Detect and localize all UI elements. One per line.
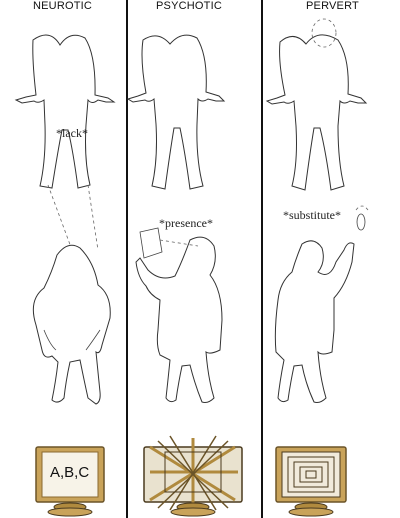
column-divider-right [261, 0, 263, 518]
nested-squares-icon [281, 451, 341, 498]
figure-outline-psychotic-bottom [135, 227, 223, 403]
annotation-substitute: *substitute* [283, 208, 342, 222]
picture-frame-icon [139, 227, 163, 259]
monitor-screen-text: A,B,C [50, 464, 90, 481]
lack-line-left [47, 184, 73, 251]
monitor-icon-pervert [275, 446, 347, 517]
figure-outline-neurotic-bottom [32, 244, 111, 405]
lack-line-right [87, 184, 99, 251]
figure-outline-pervert-top [265, 18, 368, 191]
annotation-lack: *lack* [56, 126, 88, 140]
column-divider-left [126, 0, 128, 518]
monitor-icon-psychotic [143, 435, 243, 517]
figure-outline-neurotic-top [14, 34, 116, 189]
substitute-object-icon [356, 213, 366, 231]
figure-outline-psychotic-top [126, 34, 226, 190]
annotation-presence: *presence* [159, 216, 213, 230]
figure-outline-pervert-bottom [274, 205, 369, 403]
monitor-icon-neurotic [35, 446, 105, 517]
header-neurotic: NEUROTIC [33, 0, 93, 12]
header-pervert: PERVERT [306, 0, 359, 12]
header-psychotic: PSYCHOTIC [156, 0, 222, 12]
